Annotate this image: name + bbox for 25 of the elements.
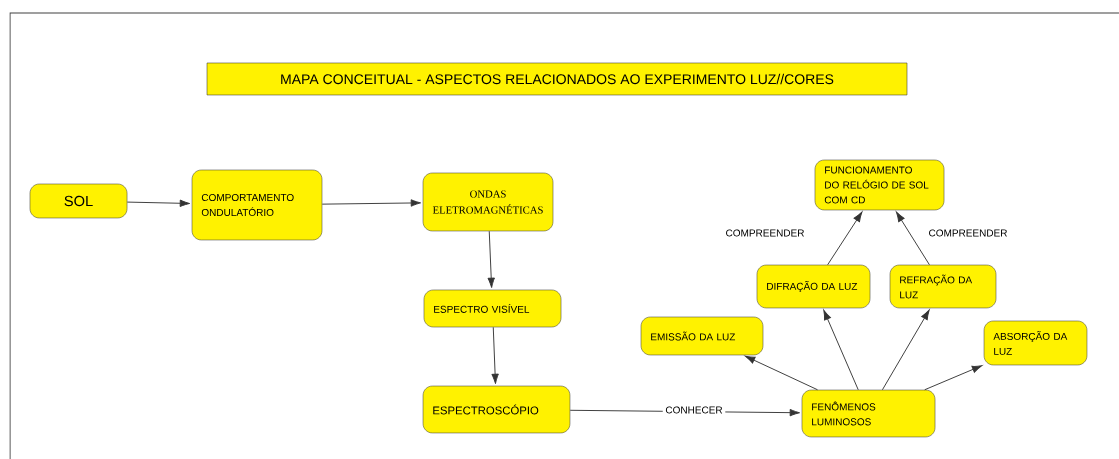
arrow [491,326,499,385]
concept-box: ESPECTRO VISÍVEL [423,289,562,328]
arrow [487,230,495,288]
arrow [895,211,930,266]
concept-box: FUNCIONAMENTO DO RELÓGIO DE SOL COM CD [814,159,945,211]
concept-box: COMPORTAMENTO ONDULATÓRIO [191,169,323,241]
arrow [321,199,422,207]
concept-box: REFRAÇÃO DA LUZ [889,264,997,309]
edge-label: COMPREENDER [929,229,1007,237]
edge-label: CONHECER [662,403,726,417]
concept-box: EMISSÃO DA LUZ [640,316,764,356]
edge-label: COMPREENDER [726,229,804,237]
arrow [744,355,818,391]
concept-box: ONDAS ELETROMAGNÉTICAS [422,172,554,232]
arrow [924,365,983,391]
title-box: MAPA CONCEITUAL - ASPECTOS RELACIONADOS AO EXPERIMENTO LUZ//CORES [206,62,908,96]
arrow [823,309,859,391]
concept-box: SOL [29,183,128,219]
concept-box: ESPECTROSCÓPIO [422,385,571,434]
arrow [126,199,191,207]
concept-box: FENÔMENOS LUMINOSOS [801,389,936,438]
concept-box: DIFRAÇÃO DA LUZ [756,264,871,309]
arrow [881,309,930,391]
concept-box: ABSORÇÃO DA LUZ [983,320,1088,366]
arrow [827,211,863,266]
